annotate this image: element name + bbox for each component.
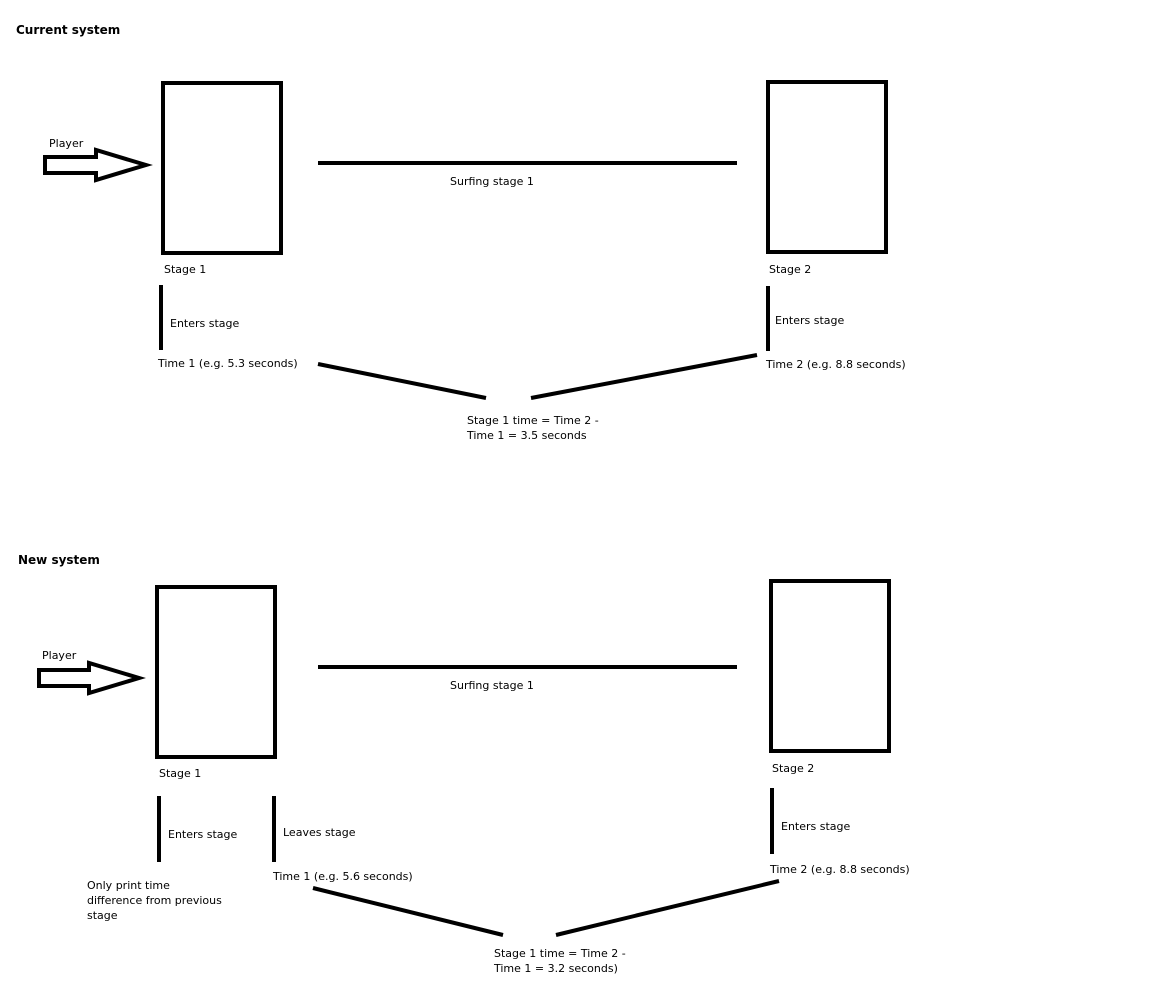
- new-note-line1: Only print time: [87, 879, 170, 892]
- new-player-arrow: [37, 660, 146, 696]
- new-note-line3: stage: [87, 909, 118, 922]
- new-surfing-label: Surfing stage 1: [450, 679, 534, 692]
- current-stage2-enters-label: Enters stage: [775, 314, 845, 327]
- new-note-line2: difference from previous: [87, 894, 222, 907]
- new-time1-label: Time 1 (e.g. 5.6 seconds): [273, 870, 413, 883]
- current-system-heading: Current system: [16, 23, 121, 37]
- new-stage1-label: Stage 1: [159, 767, 202, 780]
- new-player-label: Player: [42, 649, 77, 662]
- new-stage2-enters-label: Enters stage: [781, 820, 851, 833]
- current-stage1-label: Stage 1: [164, 263, 207, 276]
- current-result-line2: Time 1 = 3.5 seconds: [467, 429, 587, 442]
- new-time2-connector: [555, 879, 780, 937]
- current-stage2-label: Stage 2: [769, 263, 812, 276]
- new-stage1-leaves-label: Leaves stage: [283, 826, 356, 839]
- new-time1-connector: [312, 886, 504, 937]
- current-time2-connector: [530, 353, 758, 400]
- new-result-line1: Stage 1 time = Time 2 -: [494, 947, 626, 960]
- current-stage1-enters-label: Enters stage: [170, 317, 240, 330]
- current-result-line1: Stage 1 time = Time 2 -: [467, 414, 599, 427]
- current-time1-label: Time 1 (e.g. 5.3 seconds): [158, 357, 298, 370]
- current-stage2-box: [766, 80, 888, 254]
- new-stage2-box: [769, 579, 891, 753]
- new-stage2-label: Stage 2: [772, 762, 815, 775]
- current-surfing-label: Surfing stage 1: [450, 175, 534, 188]
- new-time2-label: Time 2 (e.g. 8.8 seconds): [770, 863, 910, 876]
- new-stage1-box: [155, 585, 277, 759]
- current-stage1-box: [161, 81, 283, 255]
- new-result-line2: Time 1 = 3.2 seconds): [494, 962, 618, 975]
- current-time2-label: Time 2 (e.g. 8.8 seconds): [766, 358, 906, 371]
- current-player-arrow: [43, 147, 153, 183]
- current-time1-connector: [317, 362, 487, 400]
- new-stage1-enters-label: Enters stage: [168, 828, 238, 841]
- current-player-label: Player: [49, 137, 84, 150]
- new-system-heading: New system: [18, 553, 100, 567]
